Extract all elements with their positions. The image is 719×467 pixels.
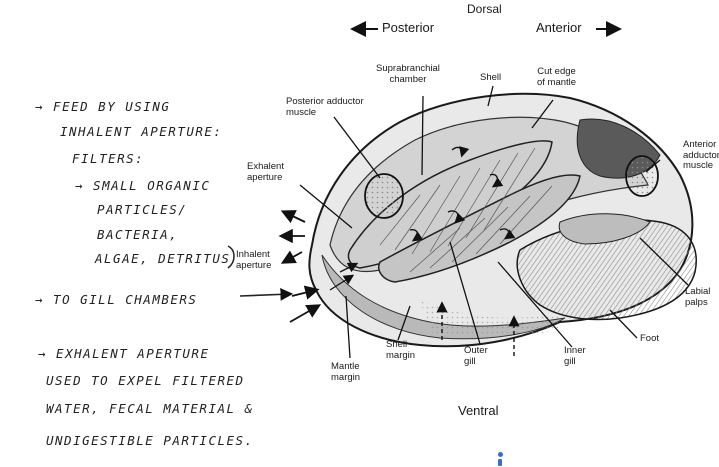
label-cut-edge-of-mantle: Cut edge of mantle (537, 67, 576, 88)
label-outer-gill: Outer gill (464, 346, 488, 367)
label-inner-gill: Inner gill (564, 346, 586, 367)
note-line-1: → FEED BY USING (35, 101, 170, 114)
note-line-9: → EXHALENT APERTURE (38, 348, 210, 361)
cursor-indicator-icon (497, 452, 503, 467)
label-anterior-adductor-muscle: Anterior adductor muscle (683, 140, 719, 172)
direction-posterior-label: Posterior (382, 21, 434, 36)
note-line-3: FILTERS: (72, 153, 144, 166)
label-foot: Foot (640, 334, 659, 345)
note-line-5: PARTICLES/ (97, 204, 187, 217)
posterior-adductor-muscle-shape (365, 174, 403, 218)
note-line-10: USED TO EXPEL FILTERED (46, 375, 245, 388)
note-line-6: BACTERIA, (97, 229, 178, 242)
note-line-11: WATER, FECAL MATERIAL & (46, 403, 254, 416)
direction-anterior-label: Anterior (536, 21, 582, 36)
label-exhalent-aperture: Exhalent aperture (247, 162, 284, 183)
direction-dorsal-label: Dorsal (467, 3, 502, 16)
direction-ventral-label: Ventral (458, 404, 498, 419)
label-shell-margin: Shell margin (386, 340, 415, 361)
note-line-8: → TO GILL CHAMBERS (35, 294, 197, 307)
note-line-7: ALGAE, DETRITUS (95, 253, 230, 266)
label-labial-palps: Labial palps (685, 287, 710, 308)
anterior-adductor-muscle-shape (626, 156, 658, 196)
note-line-12: UNDIGESTIBLE PARTICLES. (46, 435, 254, 448)
label-mantle-margin: Mantle margin (331, 362, 360, 383)
note-line-4: → SMALL ORGANIC (75, 180, 210, 193)
label-suprabranchial-chamber: Suprabranchial chamber (376, 64, 440, 85)
label-posterior-adductor-muscle: Posterior adductor muscle (286, 97, 364, 118)
note-line-2: INHALENT APERTURE: (60, 126, 222, 139)
label-shell: Shell (480, 73, 501, 84)
label-inhalent-aperture: Inhalent aperture (236, 250, 271, 271)
